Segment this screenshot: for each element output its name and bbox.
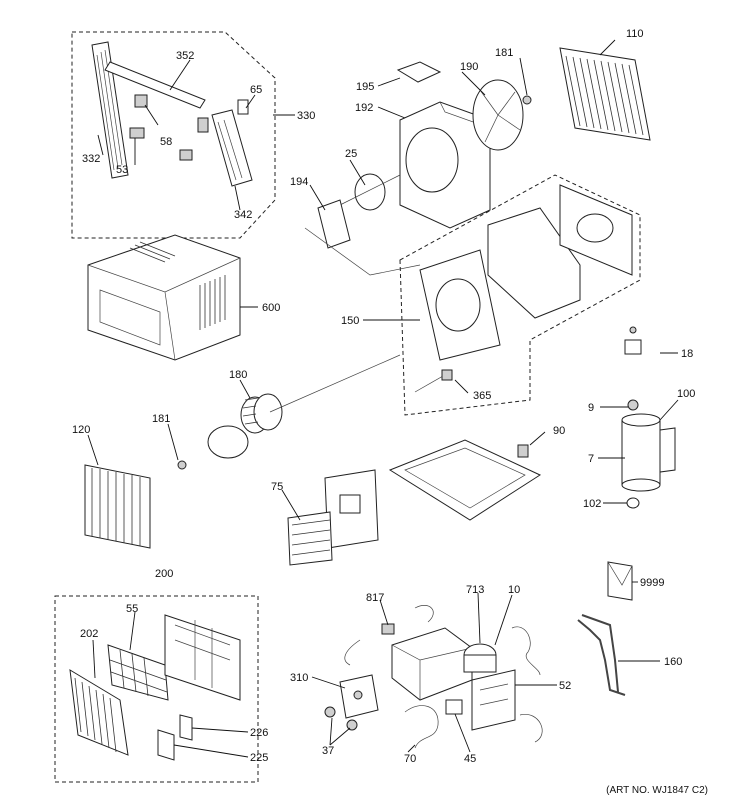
part-9999-manual: [607, 561, 633, 601]
part-45-thermostat: [445, 699, 463, 715]
part-310-control-panel: [339, 674, 379, 719]
part-225-louver: [157, 729, 175, 761]
callout-53: 53: [116, 164, 128, 176]
callout-65: 65: [250, 84, 262, 96]
part-342-right-curtain: [211, 109, 253, 187]
part-713-capacitor: [463, 643, 497, 673]
part-37-knob-2: [346, 719, 358, 731]
part-90-base-pan: [388, 439, 542, 521]
callout-90: 90: [553, 425, 565, 437]
part-192-shroud: [399, 101, 491, 229]
callout-160: 160: [664, 656, 682, 668]
callout-600: 600: [262, 302, 280, 314]
part-226-louver: [179, 714, 193, 741]
part-52-control-board: [471, 669, 543, 743]
callout-102: 102: [583, 498, 601, 510]
part-58-bracket: [134, 94, 148, 108]
leader-assembly-line: [304, 227, 421, 276]
part-10-switch: [511, 626, 541, 676]
part-352-top-rail: [104, 61, 206, 109]
callout-75: 75: [271, 481, 283, 493]
part-190-fan: [472, 79, 524, 151]
part-55-filter: [107, 644, 169, 701]
part-180-blower-wheel: [240, 354, 401, 434]
part-194-motor-mount: [317, 199, 351, 249]
group-330-side-panels: [71, 31, 276, 239]
group-150-airflow-assembly: [399, 174, 641, 416]
part-202-front-panel: [69, 669, 129, 756]
callout-25: 25: [345, 148, 357, 160]
callout-817: 817: [366, 592, 384, 604]
leader-lines: [87, 39, 679, 758]
part-25-fan-motor: [339, 173, 401, 211]
callout-194: 194: [290, 176, 308, 188]
callout-352: 352: [176, 50, 194, 62]
part-600-cabinet: [87, 234, 241, 361]
callout-120: 120: [72, 424, 90, 436]
callout-365: 365: [473, 390, 491, 402]
callout-310: 310: [290, 672, 308, 684]
part-37-knob: [324, 706, 336, 718]
part-181-nut-bottom: [177, 460, 187, 470]
part-160-tubing: [577, 614, 626, 696]
callout-226: 226: [250, 727, 268, 739]
callout-10: 10: [508, 584, 520, 596]
part-65-clip: [237, 99, 249, 115]
callout-202: 202: [80, 628, 98, 640]
callout-58: 58: [160, 136, 172, 148]
part-110-condenser: [559, 47, 651, 141]
callout-192: 192: [355, 102, 373, 114]
callout-150: 150: [341, 315, 359, 327]
callout-181-top: 181: [495, 47, 513, 59]
part-195-mount: [396, 61, 442, 83]
callout-9: 9: [588, 402, 594, 414]
art-number-label: (ART NO. WJ1847 C2): [606, 785, 708, 796]
callout-52: 52: [559, 680, 571, 692]
callout-225: 225: [250, 752, 268, 764]
part-70-harness: [404, 705, 439, 749]
callout-100: 100: [677, 388, 695, 400]
callout-70: 70: [404, 753, 416, 765]
callout-342: 342: [234, 209, 252, 221]
part-53-bracket: [129, 127, 145, 139]
callout-labels: 352 65 330 58 332 53 342 195 181 190 192…: [72, 28, 695, 765]
part-120-evaporator: [84, 464, 151, 549]
callout-200: 200: [155, 568, 173, 580]
part-75-heater: [287, 469, 379, 566]
part-blower-ring: [207, 425, 249, 459]
part-365-sensor: [441, 369, 453, 381]
part-102-mount: [626, 497, 640, 509]
callout-110: 110: [626, 28, 644, 40]
callout-180: 180: [229, 369, 247, 381]
part-53-bracket-2: [179, 149, 193, 161]
callout-195: 195: [356, 81, 374, 93]
part-9-grommet: [627, 399, 639, 411]
callout-181-bottom: 181: [152, 413, 170, 425]
callout-55: 55: [126, 603, 138, 615]
callout-45: 45: [464, 753, 476, 765]
callout-37: 37: [322, 745, 334, 757]
callout-18: 18: [681, 348, 693, 360]
part-controls-box: [391, 627, 473, 701]
callout-332: 332: [82, 153, 100, 165]
part-18-overload: [624, 326, 642, 355]
group-200-front-grille: [54, 595, 259, 783]
part-58-bracket-2: [197, 117, 209, 133]
part-150-scroll-housing: [487, 207, 581, 319]
part-200-grille-frame: [164, 614, 241, 701]
part-181-nut-top: [522, 95, 532, 105]
callout-190: 190: [460, 61, 478, 73]
part-100-compressor: [621, 413, 676, 492]
callout-713: 713: [466, 584, 484, 596]
callout-9999: 9999: [640, 577, 664, 589]
callout-7: 7: [588, 453, 594, 465]
callout-330: 330: [297, 110, 315, 122]
